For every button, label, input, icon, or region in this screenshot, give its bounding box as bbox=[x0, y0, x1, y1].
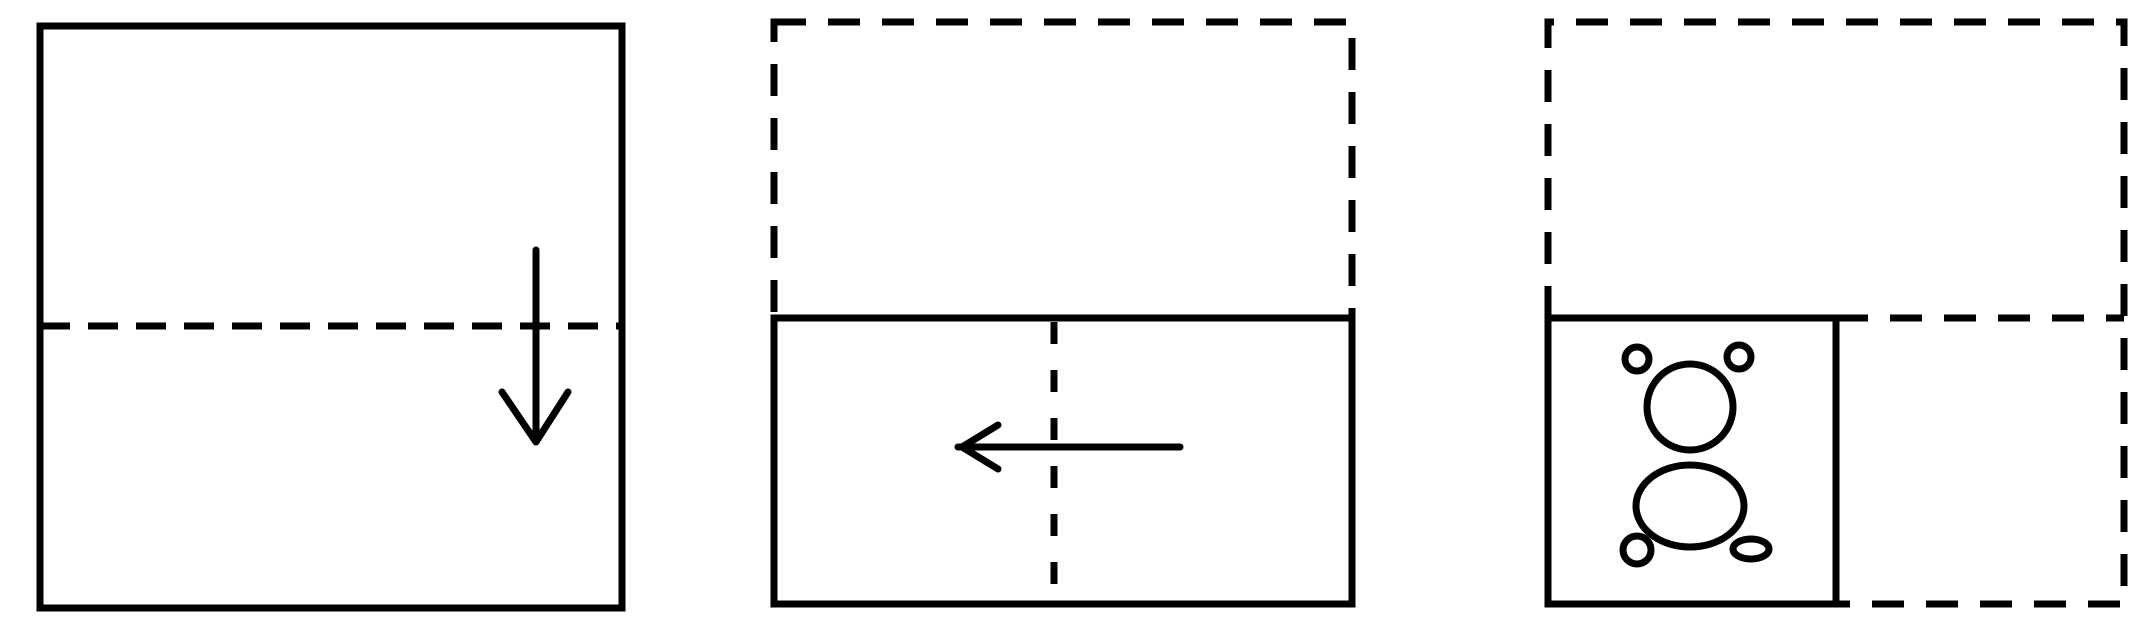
step-3-dashed-outline bbox=[1544, 18, 2128, 608]
bear-left-ear bbox=[1621, 343, 1653, 375]
bear-head bbox=[1643, 360, 1737, 454]
step-1-panel bbox=[36, 22, 626, 612]
step-2-top-dashed-outline bbox=[770, 18, 1356, 322]
bear-right-foot bbox=[1729, 535, 1773, 563]
step-3-folded-paper bbox=[1544, 314, 1840, 608]
arrow-left-icon bbox=[954, 421, 1184, 473]
step-1-paper-outline bbox=[36, 22, 626, 612]
step-3-panel bbox=[1544, 18, 2128, 608]
bear-body bbox=[1632, 461, 1748, 551]
bear-left-foot bbox=[1619, 532, 1655, 568]
arrow-down-icon bbox=[498, 246, 572, 446]
step-2-folded-paper bbox=[770, 314, 1356, 608]
step-2-panel bbox=[770, 18, 1356, 608]
teddy-bear-icon bbox=[1619, 341, 1773, 568]
bear-right-ear bbox=[1723, 341, 1755, 373]
